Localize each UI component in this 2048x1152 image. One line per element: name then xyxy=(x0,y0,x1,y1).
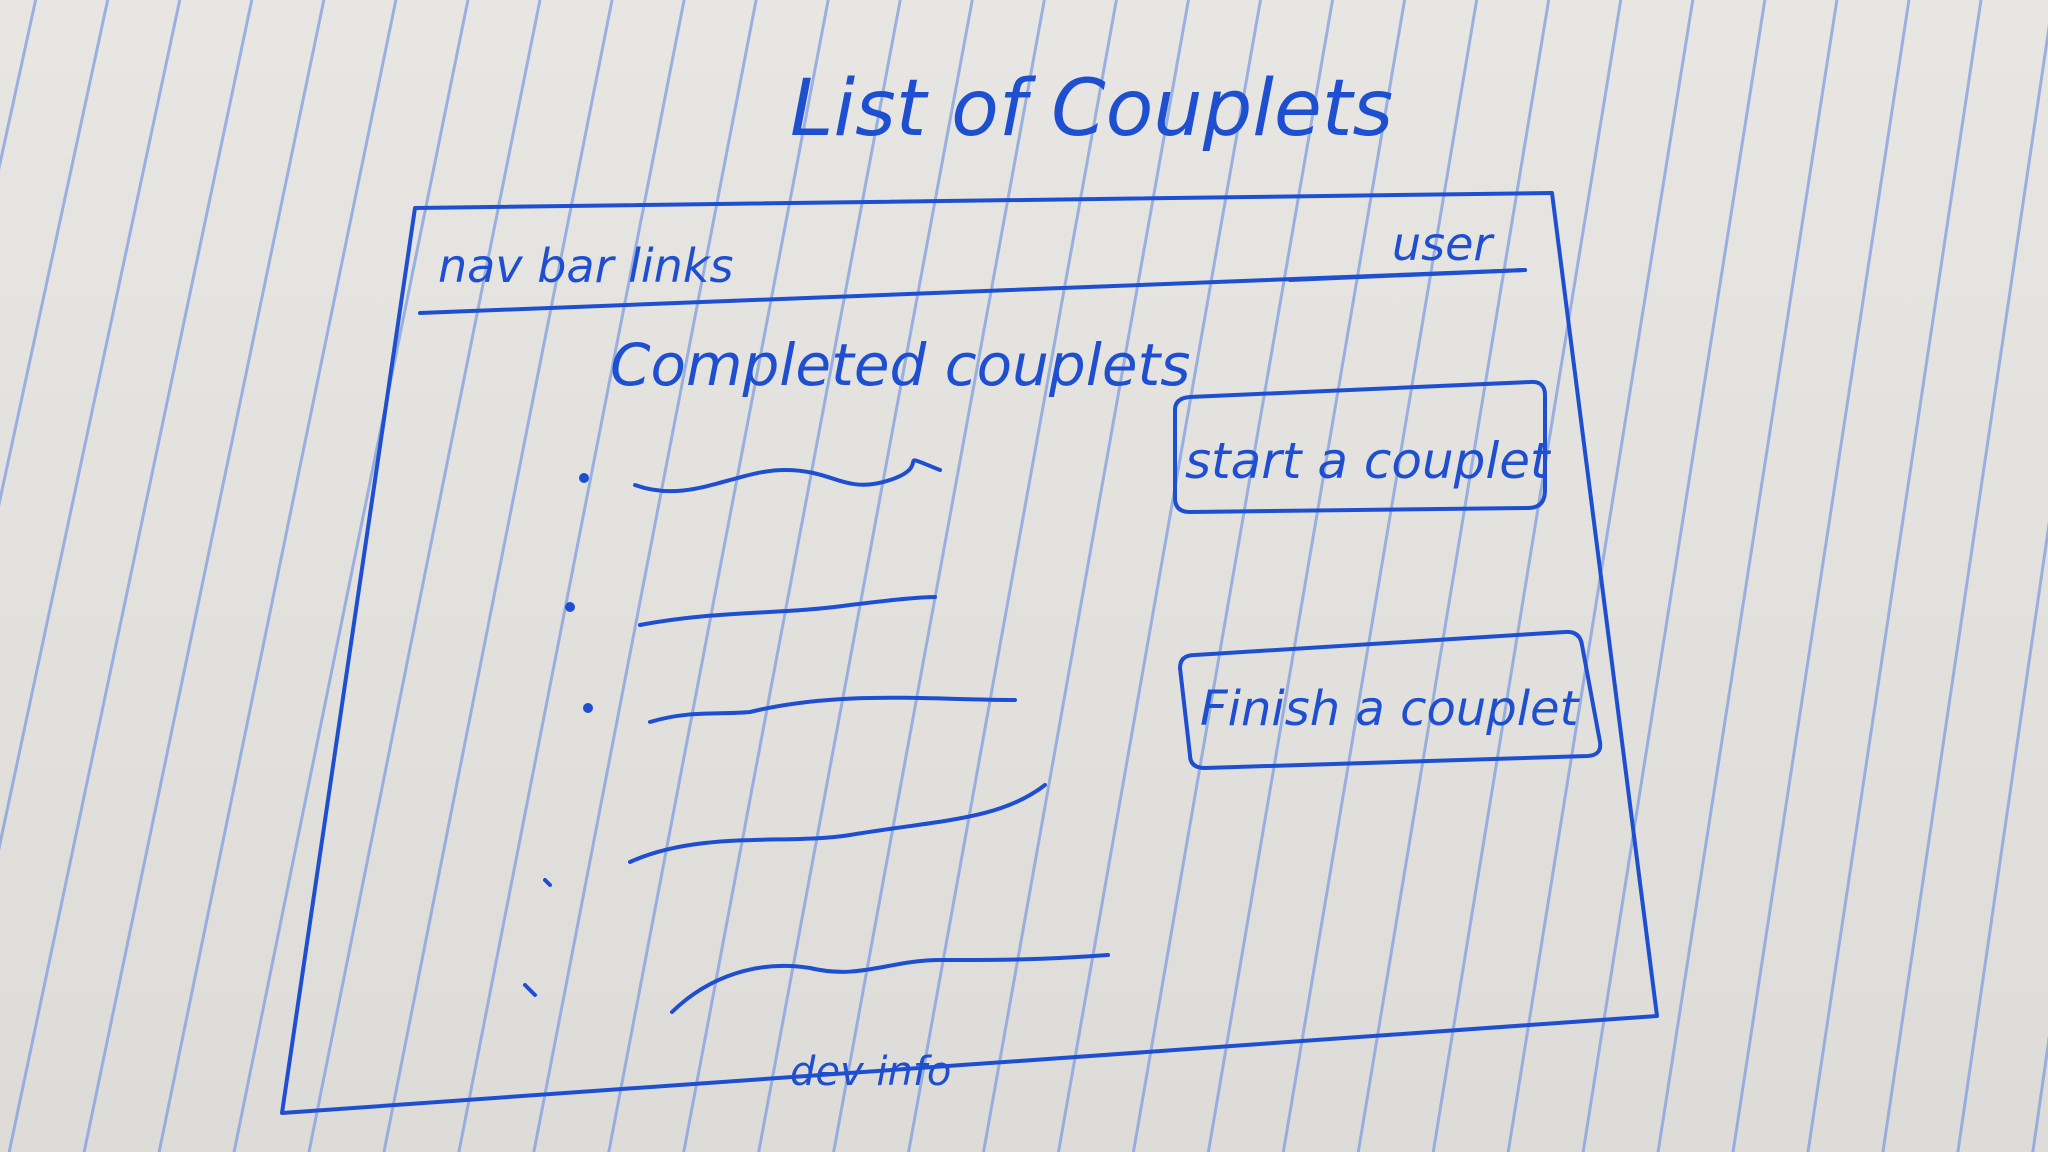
navbar-links[interactable]: nav bar links xyxy=(438,239,733,293)
ruling-line xyxy=(757,0,974,1152)
ruling-line xyxy=(982,0,1190,1152)
ruling-line xyxy=(157,0,398,1152)
ruling-line xyxy=(1731,0,1911,1152)
list-bullet xyxy=(579,473,589,483)
footer-dev-info: dev info xyxy=(790,1049,951,1095)
list-item-placeholder xyxy=(648,695,1017,724)
list-bullet xyxy=(543,878,552,887)
ruling-line xyxy=(232,0,470,1152)
page-frame xyxy=(280,191,1659,1115)
ruling-line xyxy=(532,0,758,1152)
ruling-line xyxy=(607,0,830,1152)
ruling-line xyxy=(1281,0,1479,1152)
ruling-line xyxy=(1806,0,1983,1152)
list-bullet xyxy=(523,983,537,997)
ruling-line xyxy=(682,0,902,1152)
finish-couplet-button-outline xyxy=(1178,629,1603,770)
list-item-placeholder xyxy=(628,783,1047,864)
ruling-line xyxy=(0,0,182,851)
ruling-line xyxy=(0,0,110,507)
ruling-line xyxy=(82,0,326,1152)
list-item-placeholder xyxy=(633,458,942,494)
ruling-line xyxy=(1056,0,1263,1152)
list-bullet xyxy=(565,602,575,612)
ruling-line xyxy=(1431,0,1623,1152)
ruling-line xyxy=(832,0,1046,1152)
list-item-placeholder xyxy=(670,953,1110,1014)
user-underline xyxy=(1288,268,1527,282)
section-heading: Completed couplets xyxy=(610,331,1190,399)
ruling-line xyxy=(1881,23,2048,1152)
page-title: List of Couplets xyxy=(790,64,1393,154)
ruling-line xyxy=(382,0,614,1152)
ruling-line xyxy=(1956,520,2048,1152)
ruling-line xyxy=(907,0,1118,1152)
ruling-line xyxy=(1206,0,1407,1152)
ruling-line xyxy=(1656,0,1839,1152)
start-couplet-button[interactable]: start a couplet xyxy=(1185,432,1552,490)
ruling-line xyxy=(307,0,542,1152)
ruling-line xyxy=(1581,0,1767,1152)
ruling-line xyxy=(1356,0,1551,1152)
list-bullet xyxy=(583,703,593,713)
ruling-line xyxy=(1131,0,1335,1152)
ruling-line xyxy=(7,0,254,1152)
start-couplet-button-outline xyxy=(1173,379,1547,514)
finish-couplet-button[interactable]: Finish a couplet xyxy=(1200,681,1581,737)
ruling-line xyxy=(457,0,686,1152)
list-item-placeholder xyxy=(638,595,937,627)
user-link[interactable]: user xyxy=(1392,217,1495,271)
